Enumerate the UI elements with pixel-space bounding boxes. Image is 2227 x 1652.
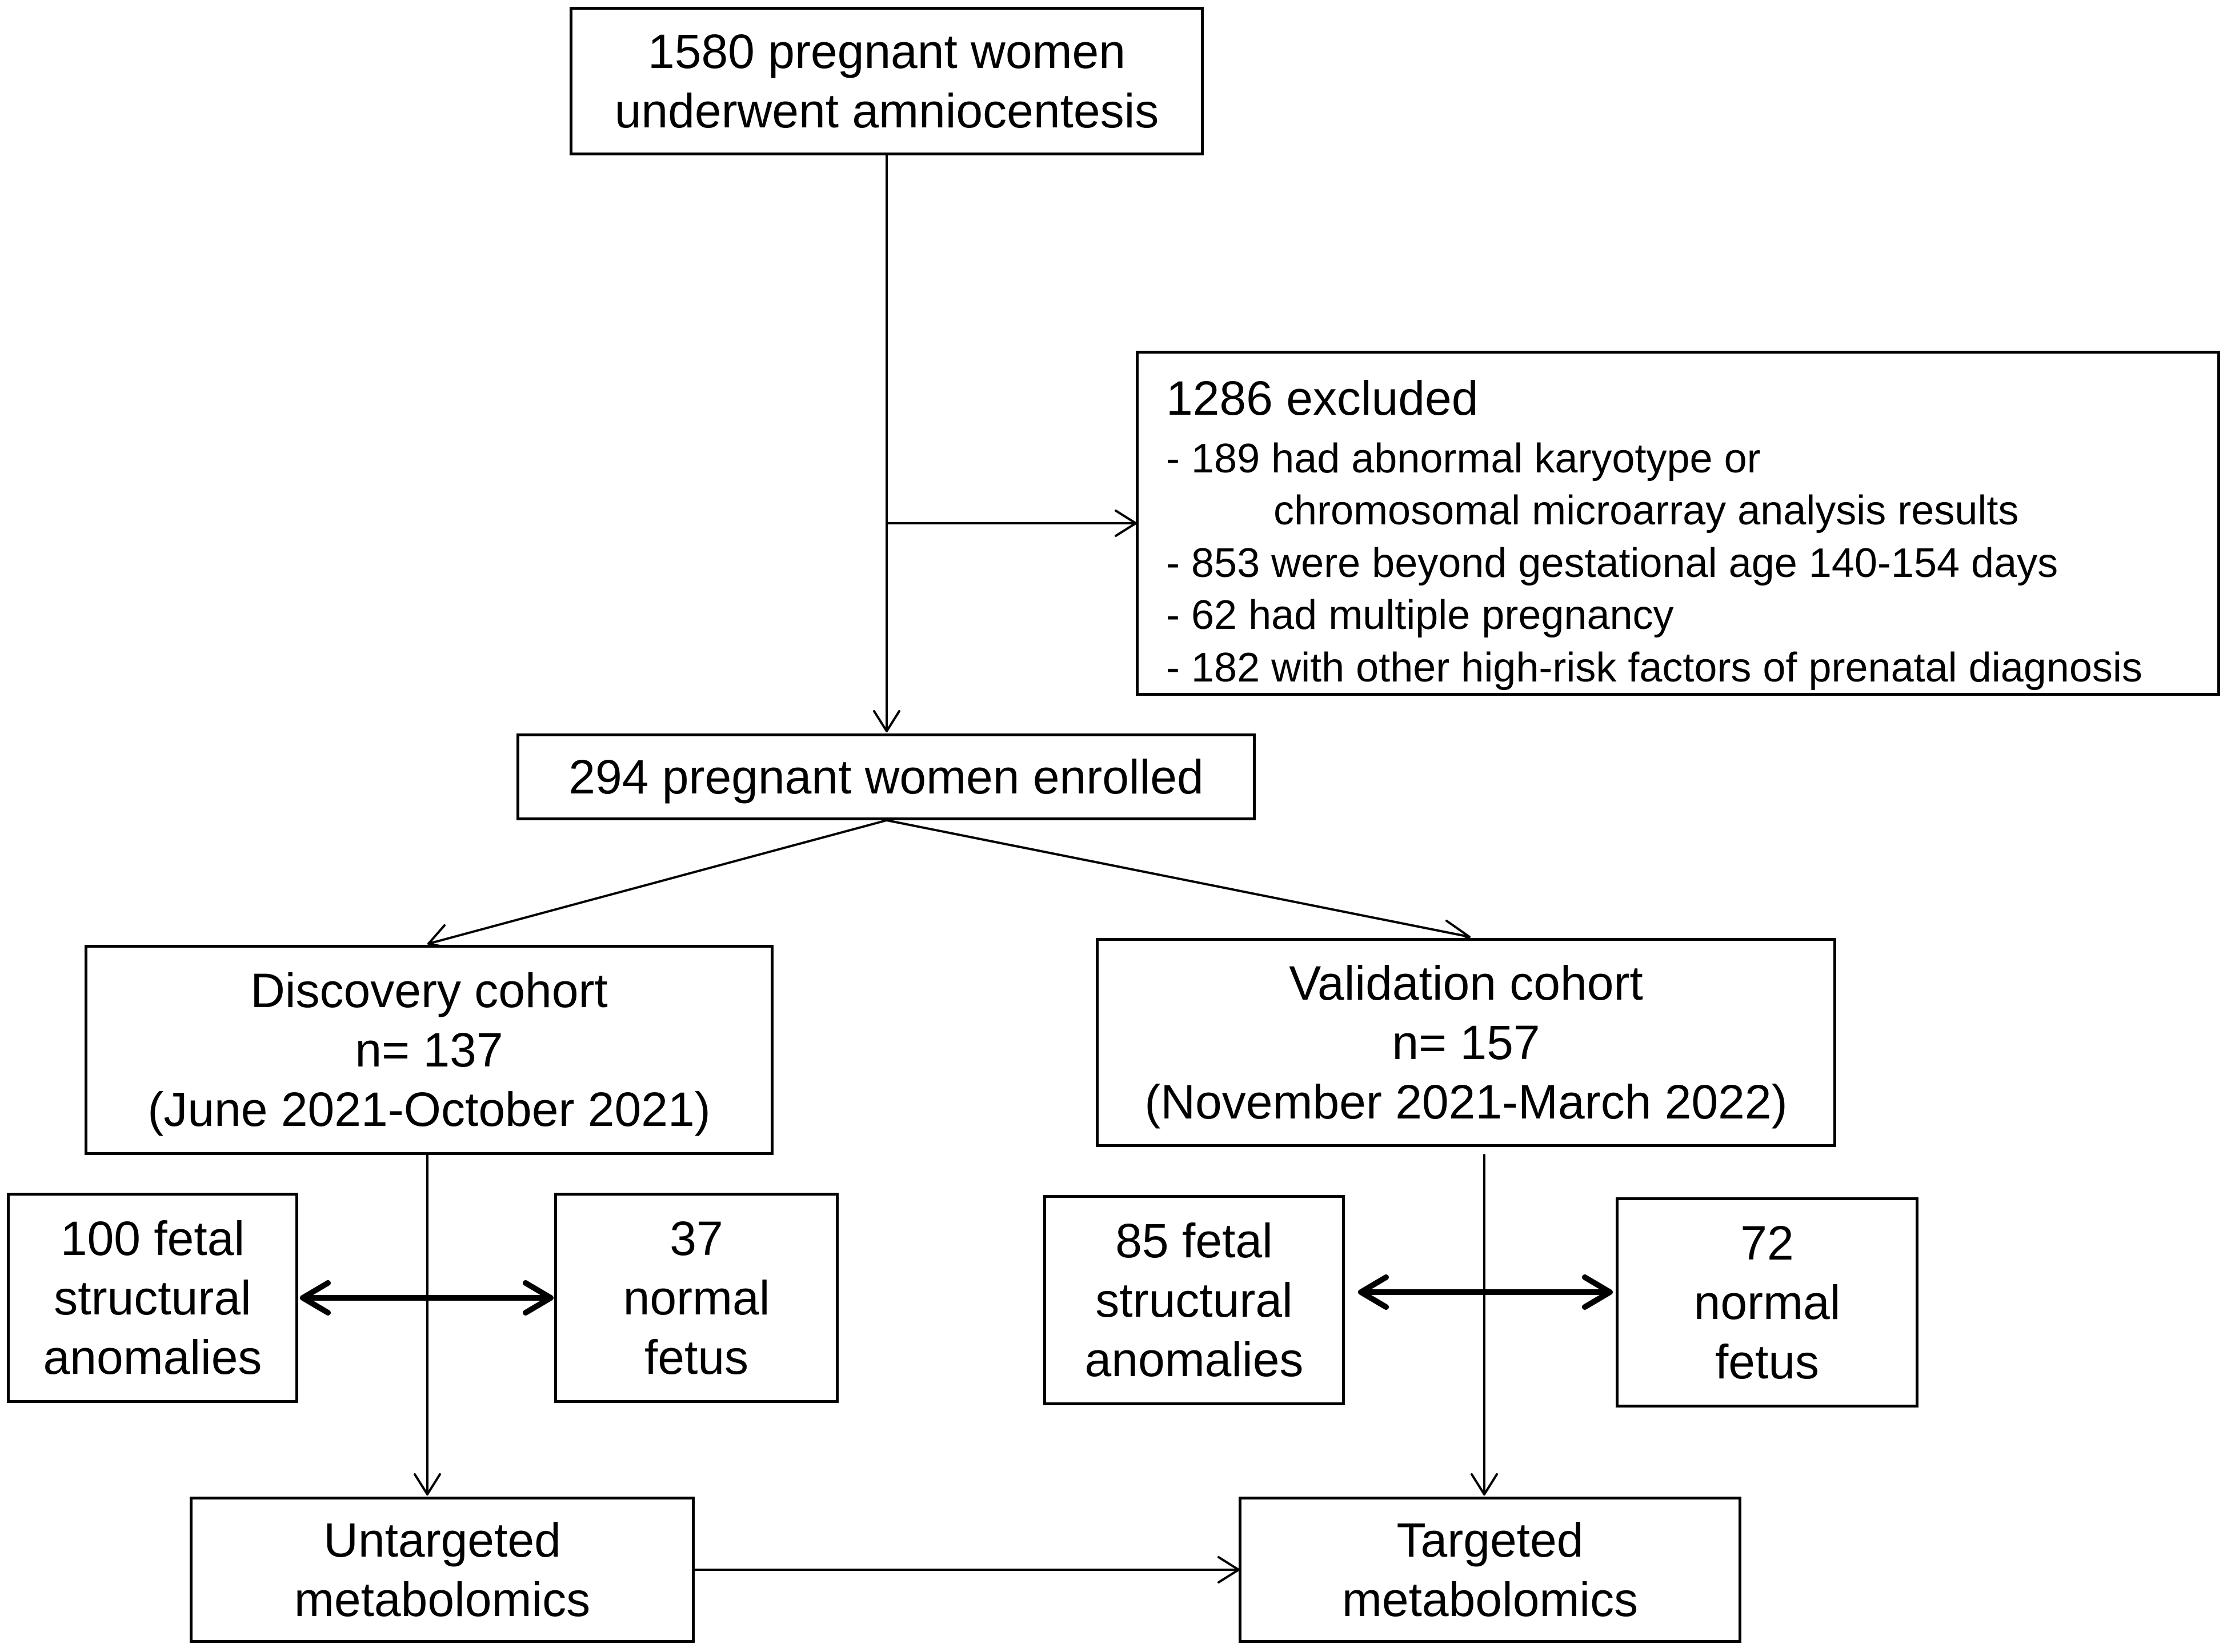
validation-normal-box: 72 normal fetus (1616, 1197, 1918, 1408)
validation-count: n= 157 (1392, 1015, 1540, 1069)
untargeted-line-2: metabolomics (294, 1573, 591, 1626)
excluded-item-gestational-age: - 853 were beyond gestational age 140-15… (1166, 540, 2058, 586)
validation-cohort-box: Validation cohort n= 157 (November 2021-… (1096, 938, 1836, 1147)
validation-anomalies-line-3: anomalies (1084, 1333, 1304, 1387)
double-arrowhead-validation-right (1582, 1274, 1613, 1310)
excluded-item-multiple-pregnancy: - 62 had multiple pregnancy (1166, 592, 1674, 639)
discovery-dates: (June 2021-October 2021) (147, 1082, 711, 1137)
excluded-item-high-risk: - 182 with other high-risk factors of pr… (1166, 644, 2142, 691)
discovery-normal-line-2: normal (623, 1270, 770, 1325)
discovery-cohort-box: Discovery cohort n= 137 (June 2021-Octob… (85, 945, 774, 1155)
arrowhead-untargeted (414, 1473, 441, 1495)
double-arrowhead-discovery-left (300, 1280, 331, 1316)
discovery-normal-box: 37 normal fetus (554, 1193, 839, 1403)
targeted-line-1: Targeted (1396, 1513, 1584, 1567)
discovery-anomalies-box: 100 fetal structural anomalies (7, 1193, 298, 1403)
arrowhead-targeted (1471, 1473, 1498, 1495)
validation-dates: (November 2021-March 2022) (1144, 1075, 1788, 1129)
underwent-line-1: 1580 pregnant women (648, 24, 1125, 78)
underwent-amniocentesis-box: 1580 pregnant women underwent amniocente… (570, 7, 1204, 155)
arrow-enrolled-to-validation (886, 819, 1471, 938)
excluded-box: 1286 excluded - 189 had abnormal karyoty… (1136, 351, 2220, 696)
excluded-item-karyotype: - 189 had abnormal karyotype or (1166, 435, 1761, 482)
targeted-line-2: metabolomics (1341, 1573, 1639, 1626)
double-arrowhead-validation-left (1358, 1274, 1389, 1310)
untargeted-metabolomics-box: Untargeted metabolomics (190, 1497, 695, 1643)
untargeted-line-1: Untargeted (323, 1513, 561, 1567)
excluded-item-karyotype-cont: chromosomal microarray analysis results (1273, 488, 2019, 534)
discovery-anomalies-line-1: 100 fetal (60, 1211, 245, 1265)
validation-normal-line-2: normal (1693, 1275, 1841, 1329)
validation-title: Validation cohort (1289, 956, 1643, 1010)
arrowhead-enrolled (873, 710, 900, 732)
discovery-anomalies-line-3: anomalies (43, 1330, 262, 1385)
discovery-normal-line-1: 37 (670, 1211, 723, 1265)
discovery-title: Discovery cohort (250, 963, 608, 1017)
discovery-normal-line-3: fetus (644, 1330, 749, 1385)
enrolled-line: 294 pregnant women enrolled (568, 749, 1204, 804)
excluded-heading: 1286 excluded (1166, 371, 1479, 425)
underwent-line-2: underwent amniocentesis (614, 84, 1159, 138)
validation-normal-line-1: 72 (1740, 1216, 1794, 1270)
validation-normal-line-3: fetus (1715, 1335, 1820, 1389)
validation-anomalies-box: 85 fetal structural anomalies (1043, 1195, 1345, 1405)
double-arrowhead-discovery-right (523, 1280, 554, 1316)
validation-anomalies-line-1: 85 fetal (1115, 1213, 1273, 1268)
discovery-anomalies-line-2: structural (54, 1270, 251, 1325)
validation-anomalies-line-2: structural (1095, 1273, 1293, 1327)
enrolled-box: 294 pregnant women enrolled (516, 733, 1256, 820)
arrow-enrolled-to-discovery (427, 819, 888, 945)
targeted-metabolomics-box: Targeted metabolomics (1239, 1497, 1741, 1643)
discovery-count: n= 137 (355, 1023, 503, 1077)
